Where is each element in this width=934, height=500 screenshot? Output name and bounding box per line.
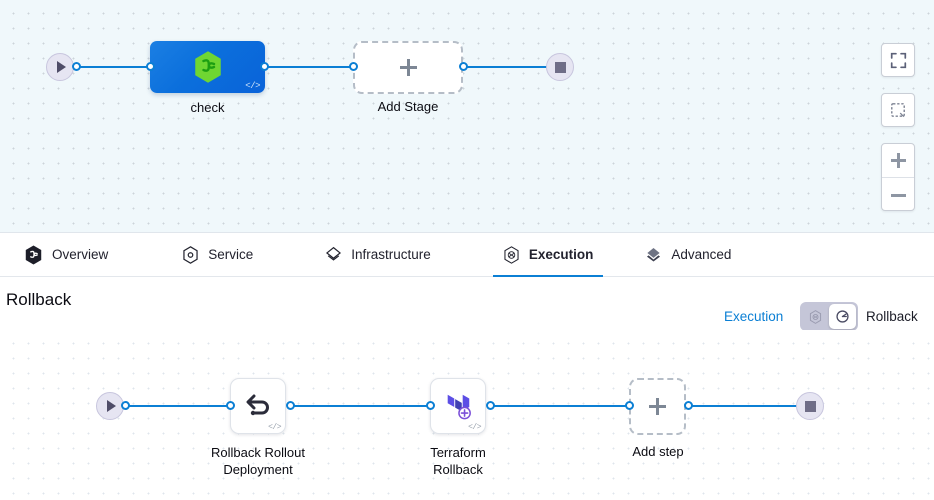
port-step1-out[interactable] (286, 401, 295, 410)
layers-diamond-icon (326, 246, 342, 261)
harness-hexagon-icon (194, 51, 221, 83)
execution-hexagon-icon (504, 245, 519, 264)
plus-icon (890, 153, 906, 168)
port-step1-in[interactable] (226, 401, 235, 410)
step-label-terraform-rollback: Terraform Rollback (383, 444, 533, 478)
play-icon (107, 400, 116, 412)
connector-addstep-to-end (688, 405, 806, 407)
tab-overview[interactable]: Overview (14, 233, 118, 277)
service-hexagon-icon (183, 245, 198, 264)
port-check-out[interactable] (260, 62, 269, 71)
tab-label: Overview (52, 247, 109, 262)
connector-step1-to-step2 (290, 405, 432, 407)
tab-advanced[interactable]: Advanced (635, 233, 741, 277)
port-check-in[interactable] (146, 62, 155, 71)
play-icon (57, 61, 66, 73)
add-stage-label: Add Stage (377, 99, 439, 114)
connector-start-to-check (70, 66, 158, 68)
zoom-in-button[interactable] (882, 144, 914, 178)
stop-icon (804, 400, 816, 412)
tab-infrastructure[interactable]: Infrastructure (315, 233, 441, 277)
toggle-option-rollback[interactable] (829, 304, 856, 329)
connector-check-to-addstage (258, 66, 358, 68)
port-rb-start-out[interactable] (121, 401, 130, 410)
step-node-terraform-rollback[interactable]: </> (430, 378, 486, 434)
rollback-arrow-icon (246, 394, 269, 416)
add-stage-node[interactable] (353, 41, 463, 94)
tab-label: Advanced (671, 247, 732, 262)
stop-icon (554, 61, 566, 73)
stage-config-tabs[interactable]: Overview Service Infrastructure Executio… (0, 233, 934, 278)
tab-label: Infrastructure (351, 247, 431, 262)
execution-hexagon-icon (809, 309, 822, 324)
step-label-line1: Rollback Rollout (211, 445, 305, 460)
port-addstage-in[interactable] (349, 62, 358, 71)
stage-label-check: check (190, 100, 225, 115)
step-code-badge: </> (468, 423, 481, 432)
pipeline-start-node[interactable] (46, 53, 74, 81)
rollback-step-canvas[interactable]: </> Rollback Rollout Deployment </> Terr… (0, 330, 934, 500)
execution-rollback-toggle[interactable] (800, 302, 858, 331)
step-label-rollback-rollout-deployment: Rollback Rollout Deployment (183, 444, 333, 478)
selection-box-button[interactable] (881, 93, 915, 127)
stage-node-check[interactable]: </> (150, 41, 265, 93)
toggle-label-rollback[interactable]: Rollback (866, 309, 918, 324)
plus-icon (399, 59, 417, 76)
toggle-option-execution[interactable] (802, 304, 829, 329)
rollback-arrow-icon (836, 310, 849, 323)
connector-addstage-to-end (455, 66, 555, 68)
harness-hexagon-filled-icon (25, 244, 42, 265)
step-label-line1: Terraform (430, 445, 486, 460)
rollback-header: Rollback (0, 277, 934, 330)
step-label-line2: Rollback (433, 462, 483, 477)
tab-label: Service (208, 247, 254, 262)
tab-service[interactable]: Service (172, 233, 263, 277)
connector-start-to-step1 (120, 405, 232, 407)
port-step2-out[interactable] (486, 401, 495, 410)
port-start-out[interactable] (72, 62, 81, 71)
step-code-badge: </> (268, 423, 281, 432)
advanced-layers-icon (647, 247, 661, 262)
stage-code-badge: </> (245, 81, 260, 91)
page-title: Rollback (6, 290, 72, 309)
step-node-rollback-rollout-deployment[interactable]: </> (230, 378, 286, 434)
port-addstep-out[interactable] (684, 401, 693, 410)
fit-to-screen-button[interactable] (881, 43, 915, 77)
plus-icon (649, 398, 666, 415)
zoom-out-button[interactable] (882, 178, 914, 210)
add-step-node[interactable] (629, 378, 686, 435)
pipeline-end-node[interactable] (546, 53, 574, 81)
add-step-label: Add step (632, 444, 684, 459)
tab-execution[interactable]: Execution (492, 233, 604, 278)
port-addstage-out[interactable] (459, 62, 468, 71)
zoom-controls[interactable] (881, 143, 915, 211)
rollback-start-node[interactable] (96, 392, 124, 420)
connector-step2-to-addstep (490, 405, 632, 407)
step-label-line2: Deployment (223, 462, 293, 477)
stage-canvas[interactable]: </> check Add Stage (0, 0, 934, 233)
rollback-end-node[interactable] (796, 392, 824, 420)
tab-label: Execution (528, 247, 594, 262)
toggle-label-execution[interactable]: Execution (724, 309, 784, 324)
fullscreen-icon (890, 52, 906, 68)
minus-icon (890, 193, 906, 197)
port-step2-in[interactable] (426, 401, 435, 410)
dashed-square-icon (891, 103, 905, 118)
port-addstep-in[interactable] (625, 401, 634, 410)
terraform-icon (447, 394, 471, 420)
